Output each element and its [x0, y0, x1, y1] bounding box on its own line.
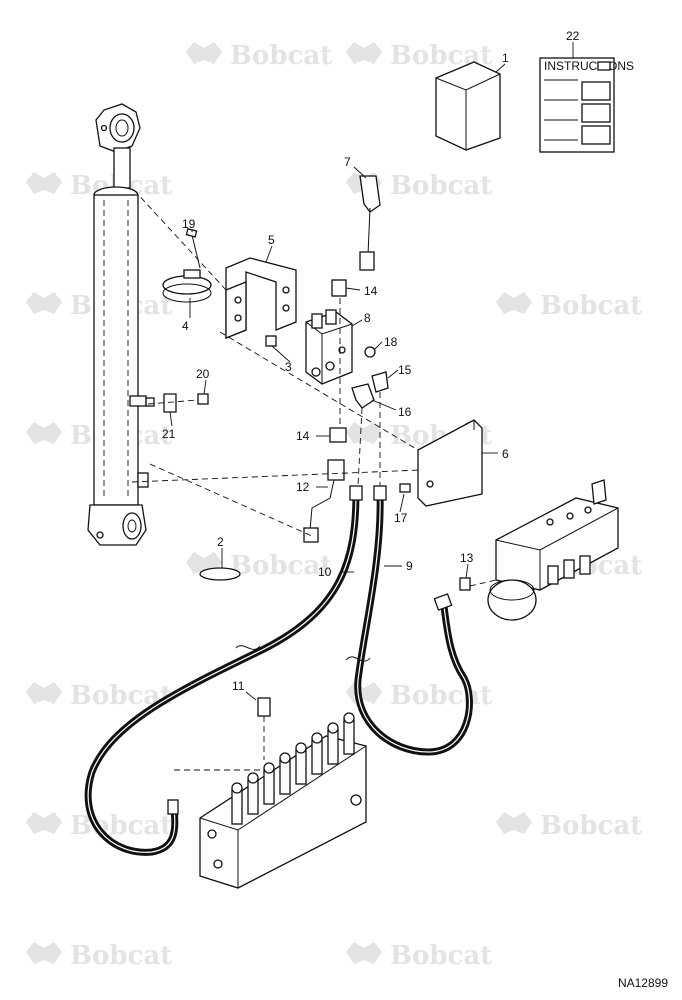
watermark-text: Bobcat [230, 551, 332, 581]
callout-9: 9 [406, 559, 413, 573]
valve-port [343, 712, 355, 724]
watermark-text: Bobcat [70, 941, 172, 971]
callout-13: 13 [460, 551, 474, 565]
watermark-text: Bobcat [390, 171, 492, 201]
elbow-tube [303, 459, 345, 543]
valve-spool [295, 749, 307, 785]
watermark-text: Bobcat [390, 941, 492, 971]
valve-port [327, 722, 339, 734]
valve-block [305, 309, 353, 385]
watermark-logo-icon [346, 942, 382, 964]
callout-1: 1 [502, 51, 509, 65]
kit-box [435, 61, 501, 151]
hydraulic-hoses [84, 485, 473, 856]
callout-5: 5 [268, 233, 275, 247]
watermark-text: Bobcat [390, 681, 492, 711]
bolt [185, 228, 201, 269]
callout-8: 8 [364, 311, 371, 325]
watermark-logo-icon [26, 172, 62, 194]
watermark-logo-icon [26, 422, 62, 444]
callout-16: 16 [398, 405, 412, 419]
watermark-logo-icon [26, 682, 62, 704]
valve-spool [343, 719, 355, 755]
valve-spool [327, 729, 339, 765]
callout-15: 15 [398, 363, 412, 377]
valve-port [247, 772, 259, 784]
callout-22: 22 [566, 29, 580, 43]
callout-3: 3 [285, 360, 292, 374]
watermark-logo-icon [346, 422, 382, 444]
callout-11: 11 [232, 679, 245, 693]
callout-2: 2 [217, 535, 224, 549]
callout-20: 20 [196, 367, 210, 381]
watermark-logo-icon [26, 942, 62, 964]
watermark-logo-icon [186, 42, 222, 64]
valve-spool [247, 779, 259, 815]
callout-numbers: 1 2 3 4 5 6 7 8 9 10 11 12 13 14 14 15 1… [162, 29, 580, 693]
callout-18: 18 [384, 335, 398, 349]
valve-port [279, 752, 291, 764]
watermark-text: Bobcat [230, 41, 332, 71]
valve-port [295, 742, 307, 754]
watermark-logo-icon [496, 812, 532, 834]
watermark-logo-icon [346, 682, 382, 704]
callout-17: 17 [394, 511, 408, 525]
lower-control-valve [199, 697, 367, 889]
callout-10: 10 [318, 565, 332, 579]
valve-port [311, 732, 323, 744]
valve-spool [311, 739, 323, 775]
callout-14a: 14 [364, 284, 378, 298]
watermark-logo-icon [26, 812, 62, 834]
valve-port [231, 782, 243, 794]
callout-12: 12 [296, 480, 310, 494]
callout-14b: 14 [296, 429, 310, 443]
drawing-reference-code: NA12899 [617, 976, 668, 990]
assembly-lines [131, 189, 497, 771]
watermark-logo-icon [346, 42, 382, 64]
valve-spool [263, 769, 275, 805]
watermark-logo-icon [496, 292, 532, 314]
upper-control-valve [459, 479, 619, 621]
valve-port [263, 762, 275, 774]
o-ring [199, 567, 241, 581]
clamp [162, 269, 212, 303]
watermark-text: Bobcat [70, 811, 172, 841]
valve-spool [231, 789, 243, 825]
callout-19: 19 [182, 217, 196, 231]
watermark-logo-icon [26, 292, 62, 314]
fittings [329, 346, 389, 443]
mounting-bracket [225, 257, 297, 347]
watermark-text: Bobcat [540, 811, 642, 841]
callout-4: 4 [182, 319, 189, 333]
callout-6: 6 [502, 447, 509, 461]
small-fittings [145, 393, 209, 413]
callout-21: 21 [162, 427, 176, 441]
callout-leaders [169, 42, 574, 701]
hydraulic-cylinder [87, 103, 149, 546]
short-hose [331, 175, 381, 297]
callout-7: 7 [344, 155, 351, 169]
valve-spool [279, 759, 291, 795]
instructions-sheet: INSTRUCTIONS [539, 57, 634, 153]
cover-plate [399, 419, 483, 507]
watermark-text: Bobcat [540, 291, 642, 321]
instructions-title: INSTRUCTIONS [544, 59, 634, 73]
